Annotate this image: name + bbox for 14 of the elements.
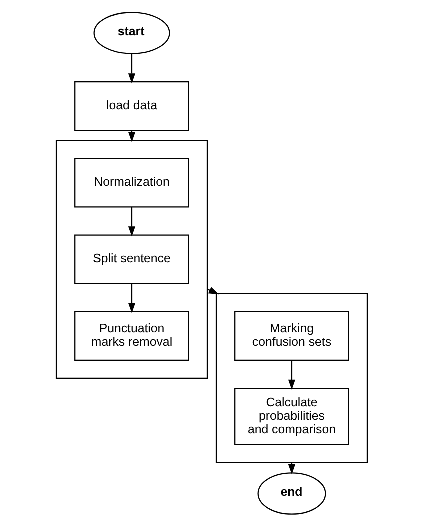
arrow <box>128 54 136 84</box>
arrow <box>128 207 136 237</box>
node-box: load data <box>74 82 190 132</box>
node-box: Calculate probabilities and comparison <box>234 388 350 446</box>
node-ellipse: start <box>94 12 170 54</box>
node-box: Split sentence <box>74 234 190 284</box>
node-box: Marking confusion sets <box>234 311 350 361</box>
node-box: Punctuation marks removal <box>74 311 190 361</box>
arrow <box>128 284 136 314</box>
arrow <box>288 360 296 390</box>
cluster <box>216 293 368 464</box>
node-box: Normalization <box>74 158 190 208</box>
cluster <box>56 140 208 379</box>
node-ellipse: end <box>258 472 326 515</box>
